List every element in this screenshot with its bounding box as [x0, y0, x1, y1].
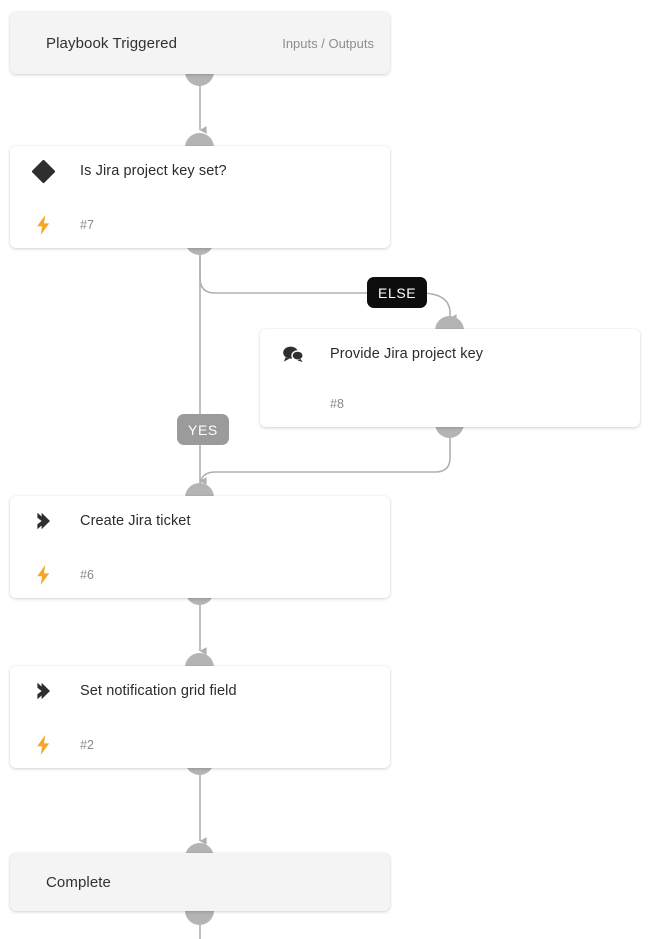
node-header: Complete [10, 853, 390, 911]
node-footer: #8 [260, 381, 640, 427]
port-decision-top[interactable] [185, 133, 214, 148]
branch-badge-else-label: ELSE [378, 284, 417, 301]
node-reference: #7 [80, 218, 94, 232]
diamond-icon [26, 158, 60, 184]
lightning-bolt-icon [26, 565, 60, 585]
chat-bubbles-icon [276, 345, 310, 363]
node-header: Set notification grid field [10, 666, 390, 716]
node-title: Create Jira ticket [80, 513, 191, 529]
branch-badge-yes-label: YES [188, 421, 218, 438]
port-setfield-top[interactable] [185, 653, 214, 668]
node-reference: #2 [80, 738, 94, 752]
node-set-notification-grid-field[interactable]: Set notification grid field #2 [10, 666, 390, 768]
chevron-right-icon [26, 512, 60, 530]
node-is-jira-project-key-set[interactable]: Is Jira project key set? #7 [10, 146, 390, 248]
node-create-jira-ticket[interactable]: Create Jira ticket #6 [10, 496, 390, 598]
port-complete-bottom[interactable] [185, 910, 214, 925]
port-prompt-top[interactable] [435, 316, 464, 331]
node-title: Provide Jira project key [330, 346, 484, 362]
node-playbook-triggered[interactable]: Playbook Triggered Inputs / Outputs [10, 12, 390, 74]
node-footer: #7 [10, 202, 390, 248]
branch-badge-yes[interactable]: YES [177, 414, 229, 445]
node-header: Playbook Triggered [10, 12, 390, 74]
node-header: Is Jira project key set? [10, 146, 390, 196]
node-title: Is Jira project key set? [80, 163, 227, 179]
node-title: Complete [46, 873, 111, 891]
lightning-bolt-icon [26, 735, 60, 755]
node-reference: #8 [330, 397, 344, 411]
node-header: Provide Jira project key [260, 329, 640, 379]
node-footer: #6 [10, 552, 390, 598]
port-trigger-bottom[interactable] [185, 71, 214, 86]
node-title: Playbook Triggered [46, 34, 178, 52]
node-footer: #2 [10, 722, 390, 768]
node-title: Set notification grid field [80, 683, 237, 699]
node-header: Create Jira ticket [10, 496, 390, 546]
edge-prompt-to-create [199, 437, 451, 488]
inputs-outputs-link[interactable]: Inputs / Outputs [282, 35, 374, 51]
node-reference: #6 [80, 568, 94, 582]
branch-badge-else[interactable]: ELSE [367, 277, 428, 308]
chevron-right-icon [26, 682, 60, 700]
node-provide-jira-project-key[interactable]: Provide Jira project key #8 [260, 329, 640, 427]
lightning-bolt-icon [26, 215, 60, 235]
node-complete[interactable]: Complete [10, 853, 390, 911]
